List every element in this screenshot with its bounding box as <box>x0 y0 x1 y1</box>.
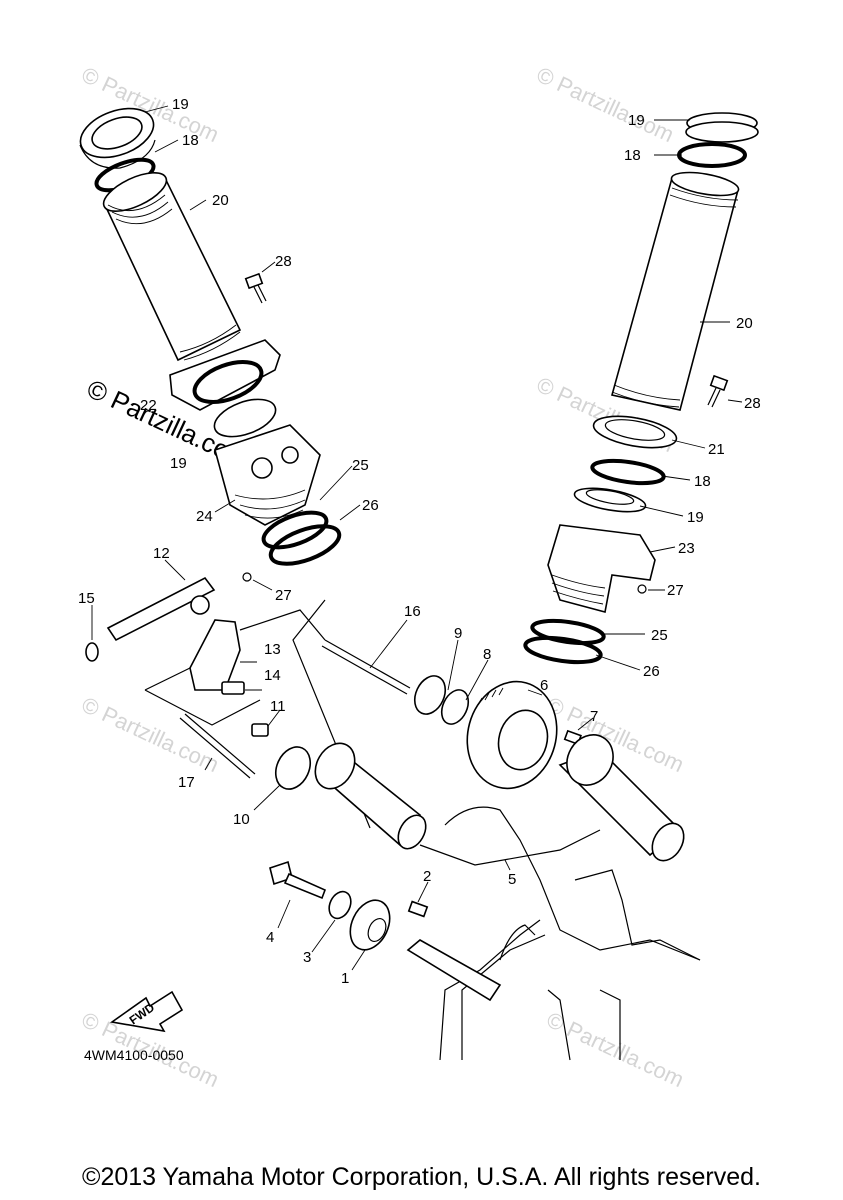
callout-18: 18 <box>624 147 641 164</box>
callout-27: 27 <box>667 582 684 599</box>
callout-25: 25 <box>352 457 369 474</box>
leader-lines <box>91 105 743 971</box>
callout-13: 13 <box>264 641 281 658</box>
callout-19: 19 <box>628 112 645 129</box>
shift-lever-assembly <box>85 576 411 829</box>
callout-20: 20 <box>212 192 229 209</box>
callout-1: 1 <box>341 970 349 987</box>
callout-18: 18 <box>182 132 199 149</box>
callout-5: 5 <box>508 871 516 888</box>
callout-16: 16 <box>404 603 421 620</box>
crank-parts <box>269 860 536 1002</box>
callout-24: 24 <box>196 508 213 525</box>
callout-22: 22 <box>140 397 157 414</box>
callout-26: 26 <box>643 663 660 680</box>
callout-28: 28 <box>275 253 292 270</box>
callout-10: 10 <box>233 811 250 828</box>
callout-18: 18 <box>694 473 711 490</box>
callout-25: 25 <box>651 627 668 644</box>
callout-15: 15 <box>78 590 95 607</box>
callout-17: 17 <box>178 774 195 791</box>
callout-19: 19 <box>172 96 189 113</box>
callout-2: 2 <box>423 868 431 885</box>
callout-7: 7 <box>590 708 598 725</box>
callout-11: 11 <box>270 698 286 715</box>
callout-27: 27 <box>275 587 292 604</box>
callout-numbers: 19 18 20 28 22 19 25 26 24 27 19 18 20 2… <box>78 96 761 987</box>
callout-23: 23 <box>678 540 695 557</box>
callout-19: 19 <box>170 455 187 472</box>
callout-9: 9 <box>454 625 462 642</box>
callout-6: 6 <box>540 677 548 694</box>
camshaft-assembly <box>314 675 701 1061</box>
left-column-assembly <box>79 107 342 582</box>
watermark: © Partzilla.com <box>533 62 678 147</box>
callout-19: 19 <box>687 509 704 526</box>
callout-3: 3 <box>303 949 311 966</box>
callout-21: 21 <box>708 441 725 458</box>
copyright-notice: ©2013 Yamaha Motor Corporation, U.S.A. A… <box>82 1163 761 1191</box>
watermark: © Partzilla.com <box>78 692 223 777</box>
callout-4: 4 <box>266 929 274 946</box>
callout-14: 14 <box>264 667 281 684</box>
callout-28: 28 <box>744 395 761 412</box>
right-column-assembly <box>523 112 759 665</box>
diagram-code: 4WM4100-0050 <box>84 1047 184 1063</box>
callout-12: 12 <box>153 545 170 562</box>
callout-20: 20 <box>736 315 753 332</box>
watermark: © Partzilla.com <box>543 1007 688 1092</box>
callout-26: 26 <box>362 497 379 514</box>
callout-8: 8 <box>483 646 491 663</box>
